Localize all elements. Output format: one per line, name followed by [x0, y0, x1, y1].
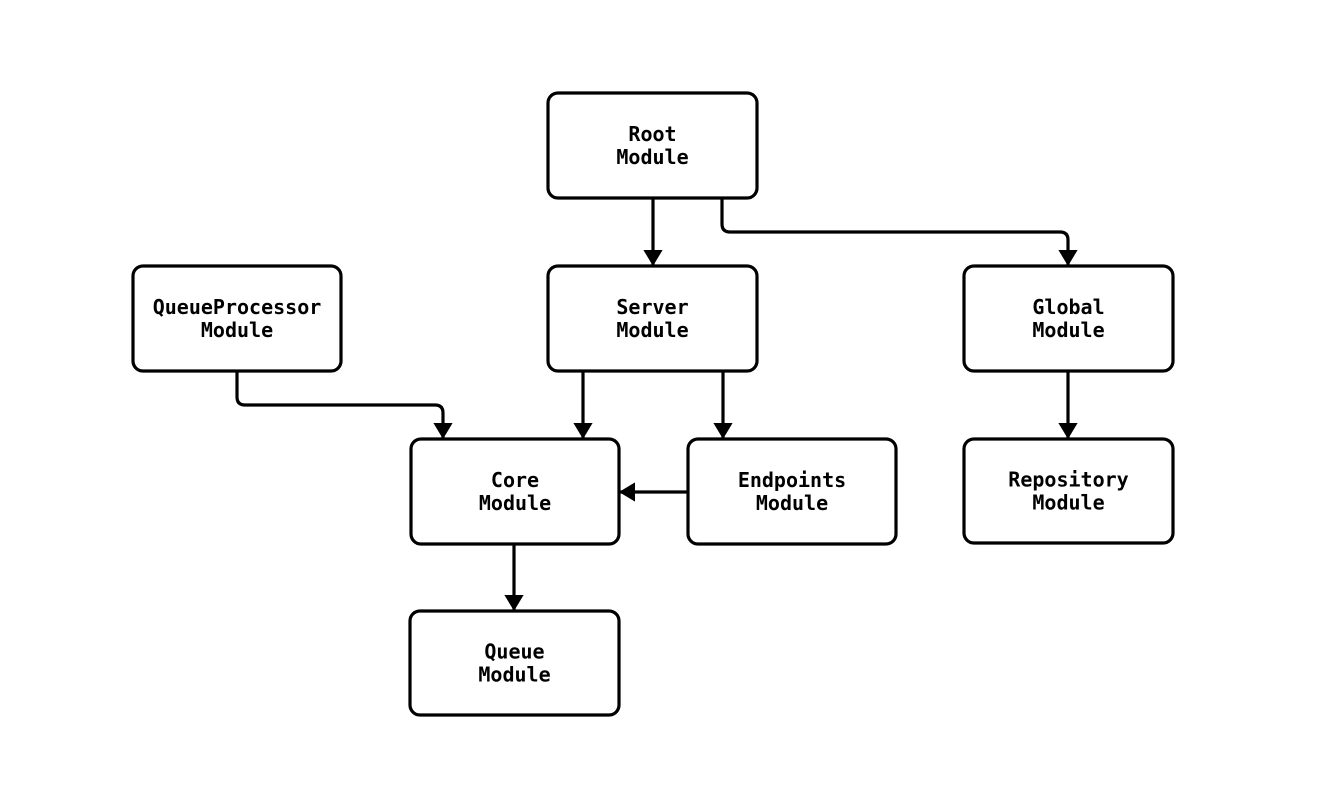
- node-box: [131, 264, 343, 373]
- node-box: [408, 609, 621, 717]
- node-box: [962, 437, 1175, 545]
- edge-root-to-global: [720, 198, 1078, 266]
- node-box: [962, 264, 1175, 373]
- node-box: [546, 264, 759, 373]
- node-box: [409, 437, 621, 546]
- node-box: [546, 91, 759, 200]
- edge-queueprocessor-to-core: [235, 371, 453, 439]
- node-box: [686, 437, 898, 546]
